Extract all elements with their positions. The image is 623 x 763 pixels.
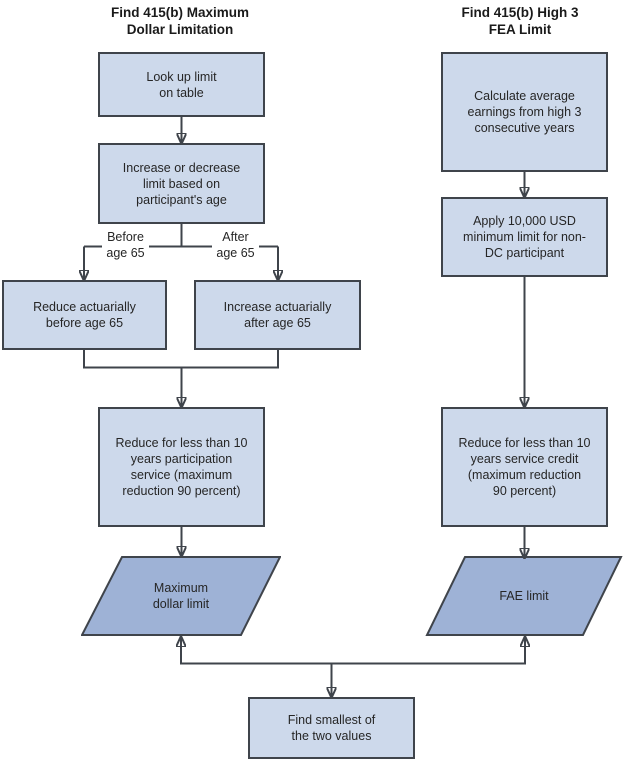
node-maximum-dollar-limit: Maximum dollar limit: [81, 556, 281, 636]
node-reduce-service-credit-label: Reduce for less than 10 years service cr…: [458, 436, 591, 498]
node-reduce-service-credit: Reduce for less than 10 years service cr…: [441, 407, 608, 527]
right-column-title: Find 415(b) High 3 FEA Limit: [461, 5, 579, 37]
node-increase-after-65-label: Increase actuarially after age 65: [223, 300, 332, 330]
node-increase-after-65: Increase actuarially after age 65: [194, 280, 361, 350]
node-reduce-before-65: Reduce actuarially before age 65: [2, 280, 167, 350]
node-reduce-participation-service: Reduce for less than 10 years participat…: [98, 407, 265, 527]
node-fae-limit-label: FAE limit: [499, 589, 549, 603]
node-maximum-dollar-limit-label: Maximum dollar limit: [152, 581, 210, 611]
node-find-smallest: Find smallest of the two values: [248, 697, 415, 759]
node-calculate-average-earnings: Calculate average earnings from high 3 c…: [441, 52, 608, 172]
node-apply-minimum-limit-label: Apply 10,000 USD minimum limit for non- …: [463, 214, 586, 260]
parallelogram-shape: [81, 556, 281, 636]
branch-label-before-age-65: Before age 65: [102, 229, 149, 261]
node-fae-limit: FAE limit: [424, 556, 623, 636]
branch-label-after-age-65: After age 65: [212, 229, 259, 261]
left-column-title: Find 415(b) Maximum Dollar Limitation: [110, 5, 250, 37]
node-reduce-participation-service-label: Reduce for less than 10 years participat…: [115, 436, 248, 498]
parallelogram-shape: [425, 556, 623, 636]
node-find-smallest-label: Find smallest of the two values: [287, 713, 376, 743]
node-apply-minimum-limit: Apply 10,000 USD minimum limit for non- …: [441, 197, 608, 277]
node-lookup-limit: Look up limit on table: [98, 52, 265, 117]
node-calculate-average-earnings-label: Calculate average earnings from high 3 c…: [467, 89, 582, 135]
node-adjust-for-age: Increase or decrease limit based on part…: [98, 143, 265, 224]
node-adjust-for-age-label: Increase or decrease limit based on part…: [122, 160, 241, 207]
node-lookup-limit-label: Look up limit on table: [146, 69, 217, 100]
node-reduce-before-65-label: Reduce actuarially before age 65: [33, 300, 136, 330]
